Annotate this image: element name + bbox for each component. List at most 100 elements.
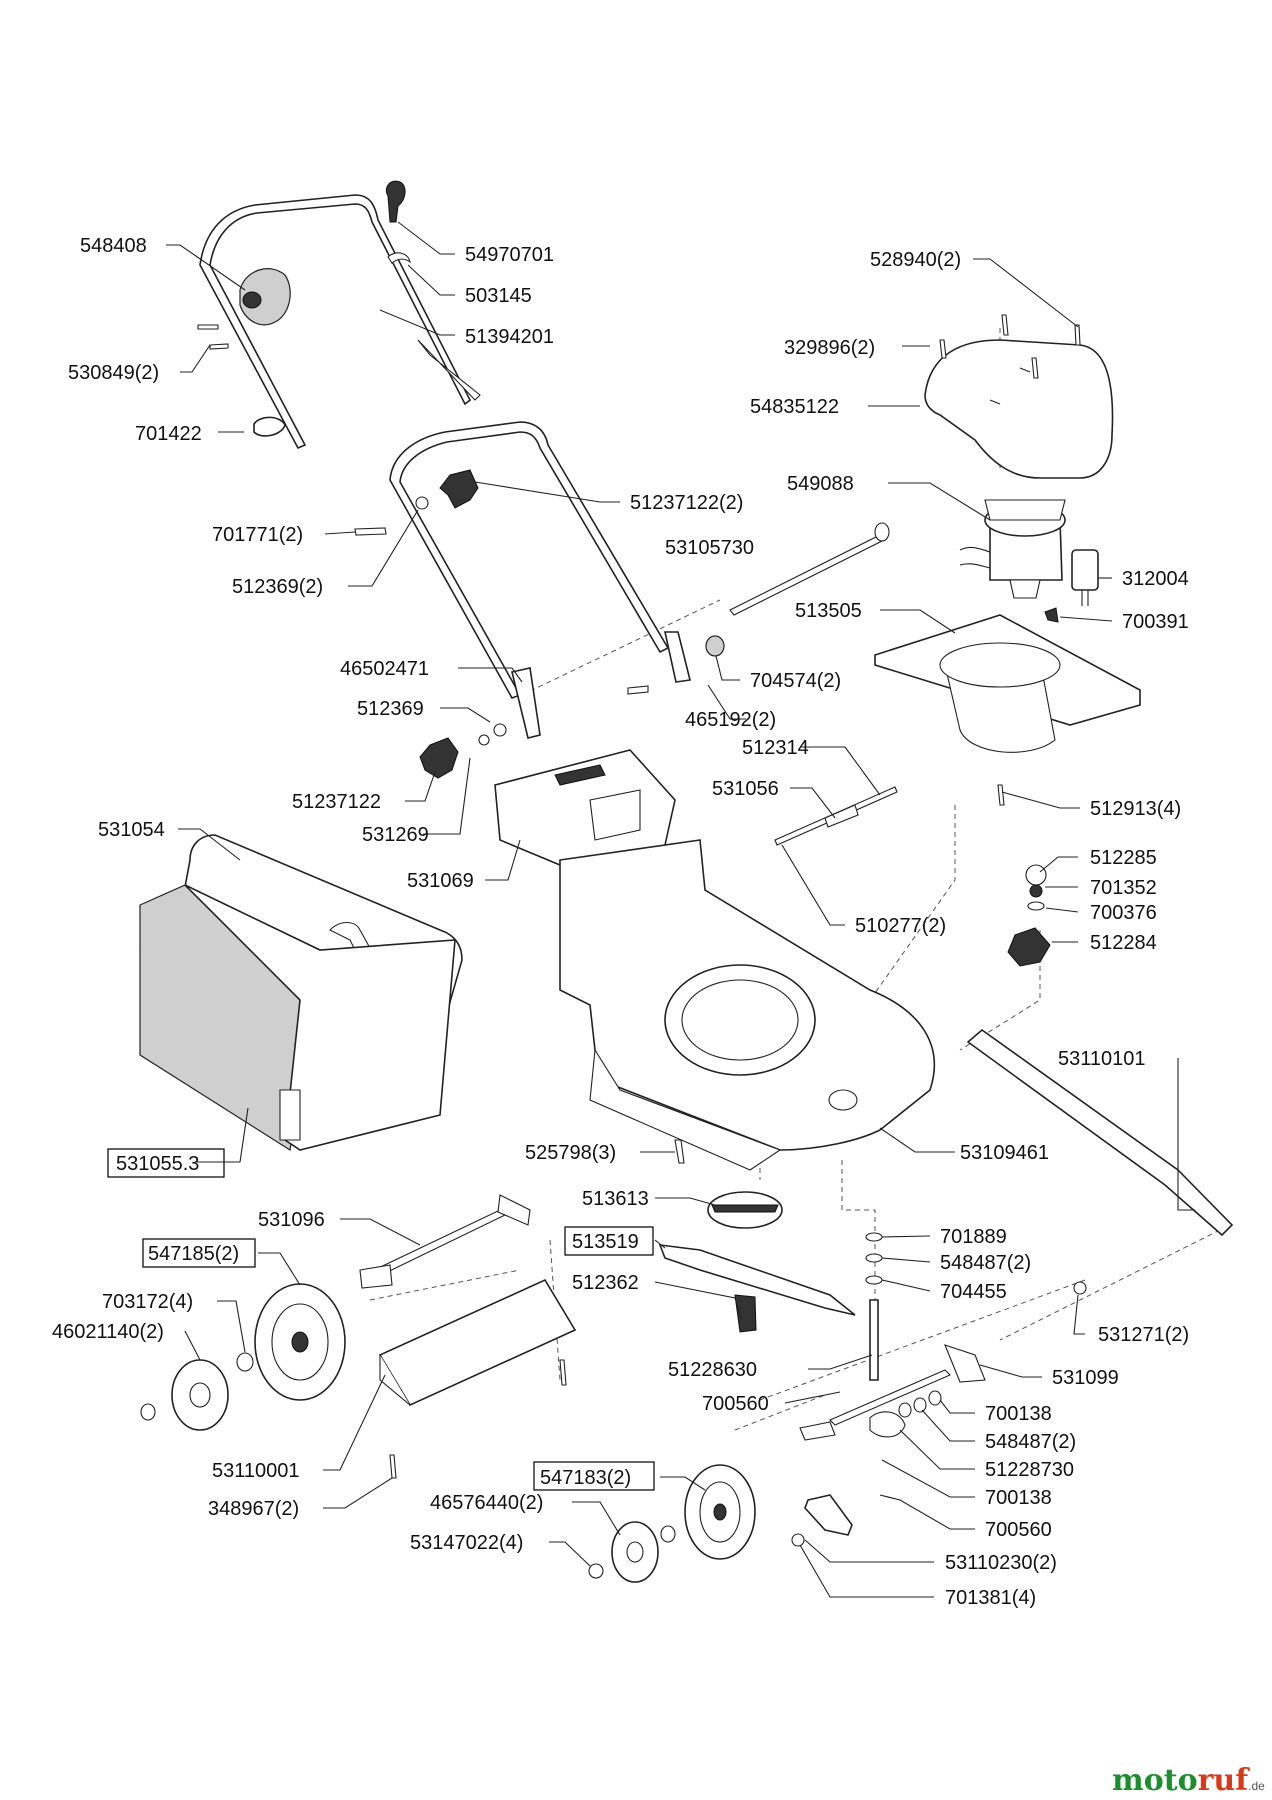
part-label: 548487(2) bbox=[940, 1252, 1031, 1274]
front-wheel-part bbox=[684, 1464, 756, 1560]
part-label: 53110230(2) bbox=[945, 1552, 1057, 1574]
knob-upper-part bbox=[439, 469, 479, 509]
part-label: 53109461 bbox=[960, 1142, 1049, 1164]
rear-flap-part bbox=[378, 1278, 577, 1407]
washer-stack-part bbox=[865, 1232, 883, 1285]
part-label: 513519 bbox=[572, 1231, 639, 1253]
logo-tld: .de bbox=[1248, 1779, 1265, 1793]
part-label: 703172(4) bbox=[102, 1291, 193, 1313]
spindle-part bbox=[869, 1299, 879, 1381]
motor-part bbox=[959, 499, 1066, 599]
knob-lower-part bbox=[419, 737, 459, 779]
part-label: 531056 bbox=[712, 778, 779, 800]
part-label: 700391 bbox=[1122, 611, 1189, 633]
rear-hubcap-part bbox=[171, 1359, 229, 1431]
part-label: 531271(2) bbox=[1098, 1324, 1189, 1346]
part-label: 512369(2) bbox=[232, 576, 323, 598]
part-label: 700560 bbox=[702, 1393, 769, 1415]
part-label: 51237122 bbox=[292, 791, 381, 813]
part-label: 51228730 bbox=[985, 1459, 1074, 1481]
part-label-box bbox=[564, 1226, 654, 1256]
part-label: 531055.3 bbox=[116, 1153, 199, 1175]
svg-text:motoruf.de: motoruf.de bbox=[1112, 1763, 1265, 1798]
part-label: 510277(2) bbox=[855, 915, 946, 937]
part-label: 701381(4) bbox=[945, 1587, 1036, 1609]
part-label: 531269 bbox=[362, 824, 429, 846]
catcher-bag-part bbox=[139, 884, 456, 1151]
part-label: 54970701 bbox=[465, 244, 554, 266]
cable-tie-part bbox=[385, 180, 406, 223]
part-label: 531099 bbox=[1052, 1367, 1119, 1389]
blade-part bbox=[658, 1244, 856, 1333]
height-rod-part bbox=[966, 1028, 1234, 1237]
part-label: 348967(2) bbox=[208, 1498, 299, 1520]
part-label: 53110101 bbox=[1058, 1048, 1146, 1070]
part-label: 51228630 bbox=[668, 1359, 757, 1381]
logo-text-left: moto bbox=[1112, 1763, 1198, 1798]
part-label: 46502471 bbox=[340, 658, 429, 680]
part-label-box bbox=[142, 1238, 256, 1268]
part-label: 548408 bbox=[80, 235, 147, 257]
part-label: 528940(2) bbox=[870, 249, 961, 271]
part-label: 465192(2) bbox=[685, 709, 776, 731]
part-label-box bbox=[107, 1148, 225, 1178]
part-label: 701771(2) bbox=[212, 524, 303, 546]
part-label: 530849(2) bbox=[68, 362, 159, 384]
part-label: 701352 bbox=[1090, 877, 1157, 899]
front-axle-part bbox=[799, 1344, 986, 1441]
part-label: 547183(2) bbox=[540, 1467, 631, 1489]
part-label: 53147022(4) bbox=[410, 1532, 523, 1554]
part-label: 548487(2) bbox=[985, 1431, 1076, 1453]
height-plate-part bbox=[804, 1494, 853, 1536]
rear-wheel-bolt-part bbox=[236, 1352, 254, 1372]
handle-screws-part bbox=[197, 324, 229, 350]
part-label: 531054 bbox=[98, 819, 165, 841]
front-wheel-bolt-part bbox=[660, 1525, 676, 1543]
motor-cover-part bbox=[924, 339, 1114, 479]
part-label: 525798(3) bbox=[525, 1142, 616, 1164]
fan-part bbox=[707, 1191, 783, 1229]
part-label: 700138 bbox=[985, 1403, 1052, 1425]
part-label: 54835122 bbox=[750, 396, 839, 418]
part-label: 700138 bbox=[985, 1487, 1052, 1509]
part-label: 329896(2) bbox=[784, 337, 875, 359]
front-hubcap-part bbox=[611, 1521, 659, 1583]
motor-mount-part bbox=[874, 614, 1141, 753]
plate-bolt-part bbox=[791, 1533, 805, 1547]
part-label: 513505 bbox=[795, 600, 862, 622]
part-label: 512285 bbox=[1090, 847, 1157, 869]
part-label-box bbox=[533, 1461, 655, 1491]
part-label: 547185(2) bbox=[148, 1243, 239, 1265]
handle-clamp-part bbox=[239, 268, 291, 326]
rear-axle-part bbox=[359, 1194, 531, 1289]
part-label: 700376 bbox=[1090, 902, 1157, 924]
part-label: 512369 bbox=[357, 698, 424, 720]
lower-handle-part bbox=[389, 421, 691, 739]
part-label: 512362 bbox=[572, 1272, 639, 1294]
part-label: 46021140(2) bbox=[52, 1321, 164, 1343]
part-label: 512913(4) bbox=[1090, 798, 1181, 820]
part-label: 513613 bbox=[582, 1188, 649, 1210]
spring-rod-part bbox=[774, 786, 898, 846]
ring-clip-part bbox=[253, 416, 286, 437]
motoruf-logo: motoruf.de bbox=[1112, 1763, 1265, 1798]
part-label: 51237122(2) bbox=[630, 492, 743, 514]
part-label: 549088 bbox=[787, 473, 854, 495]
knob-right-part bbox=[1007, 927, 1051, 967]
cover-screws-part bbox=[939, 314, 1081, 379]
part-label: 701889 bbox=[940, 1226, 1007, 1248]
part-label: 701422 bbox=[135, 423, 202, 445]
front-cap-nut-part bbox=[588, 1563, 604, 1579]
part-label: 53105730 bbox=[665, 537, 754, 559]
chute-part bbox=[494, 749, 676, 866]
part-label: 531069 bbox=[407, 870, 474, 892]
part-number-labels: 548408 54970701 503145 51394201 530849(2… bbox=[52, 235, 1189, 1609]
part-label: 51394201 bbox=[465, 326, 554, 348]
connecting-rod-part bbox=[729, 522, 890, 616]
part-label: 312004 bbox=[1122, 568, 1189, 590]
upper-handle-part bbox=[199, 194, 481, 450]
part-label: 53110001 bbox=[212, 1460, 300, 1482]
rear-cap-nut-part bbox=[140, 1403, 156, 1421]
capacitor-part bbox=[1071, 549, 1099, 606]
